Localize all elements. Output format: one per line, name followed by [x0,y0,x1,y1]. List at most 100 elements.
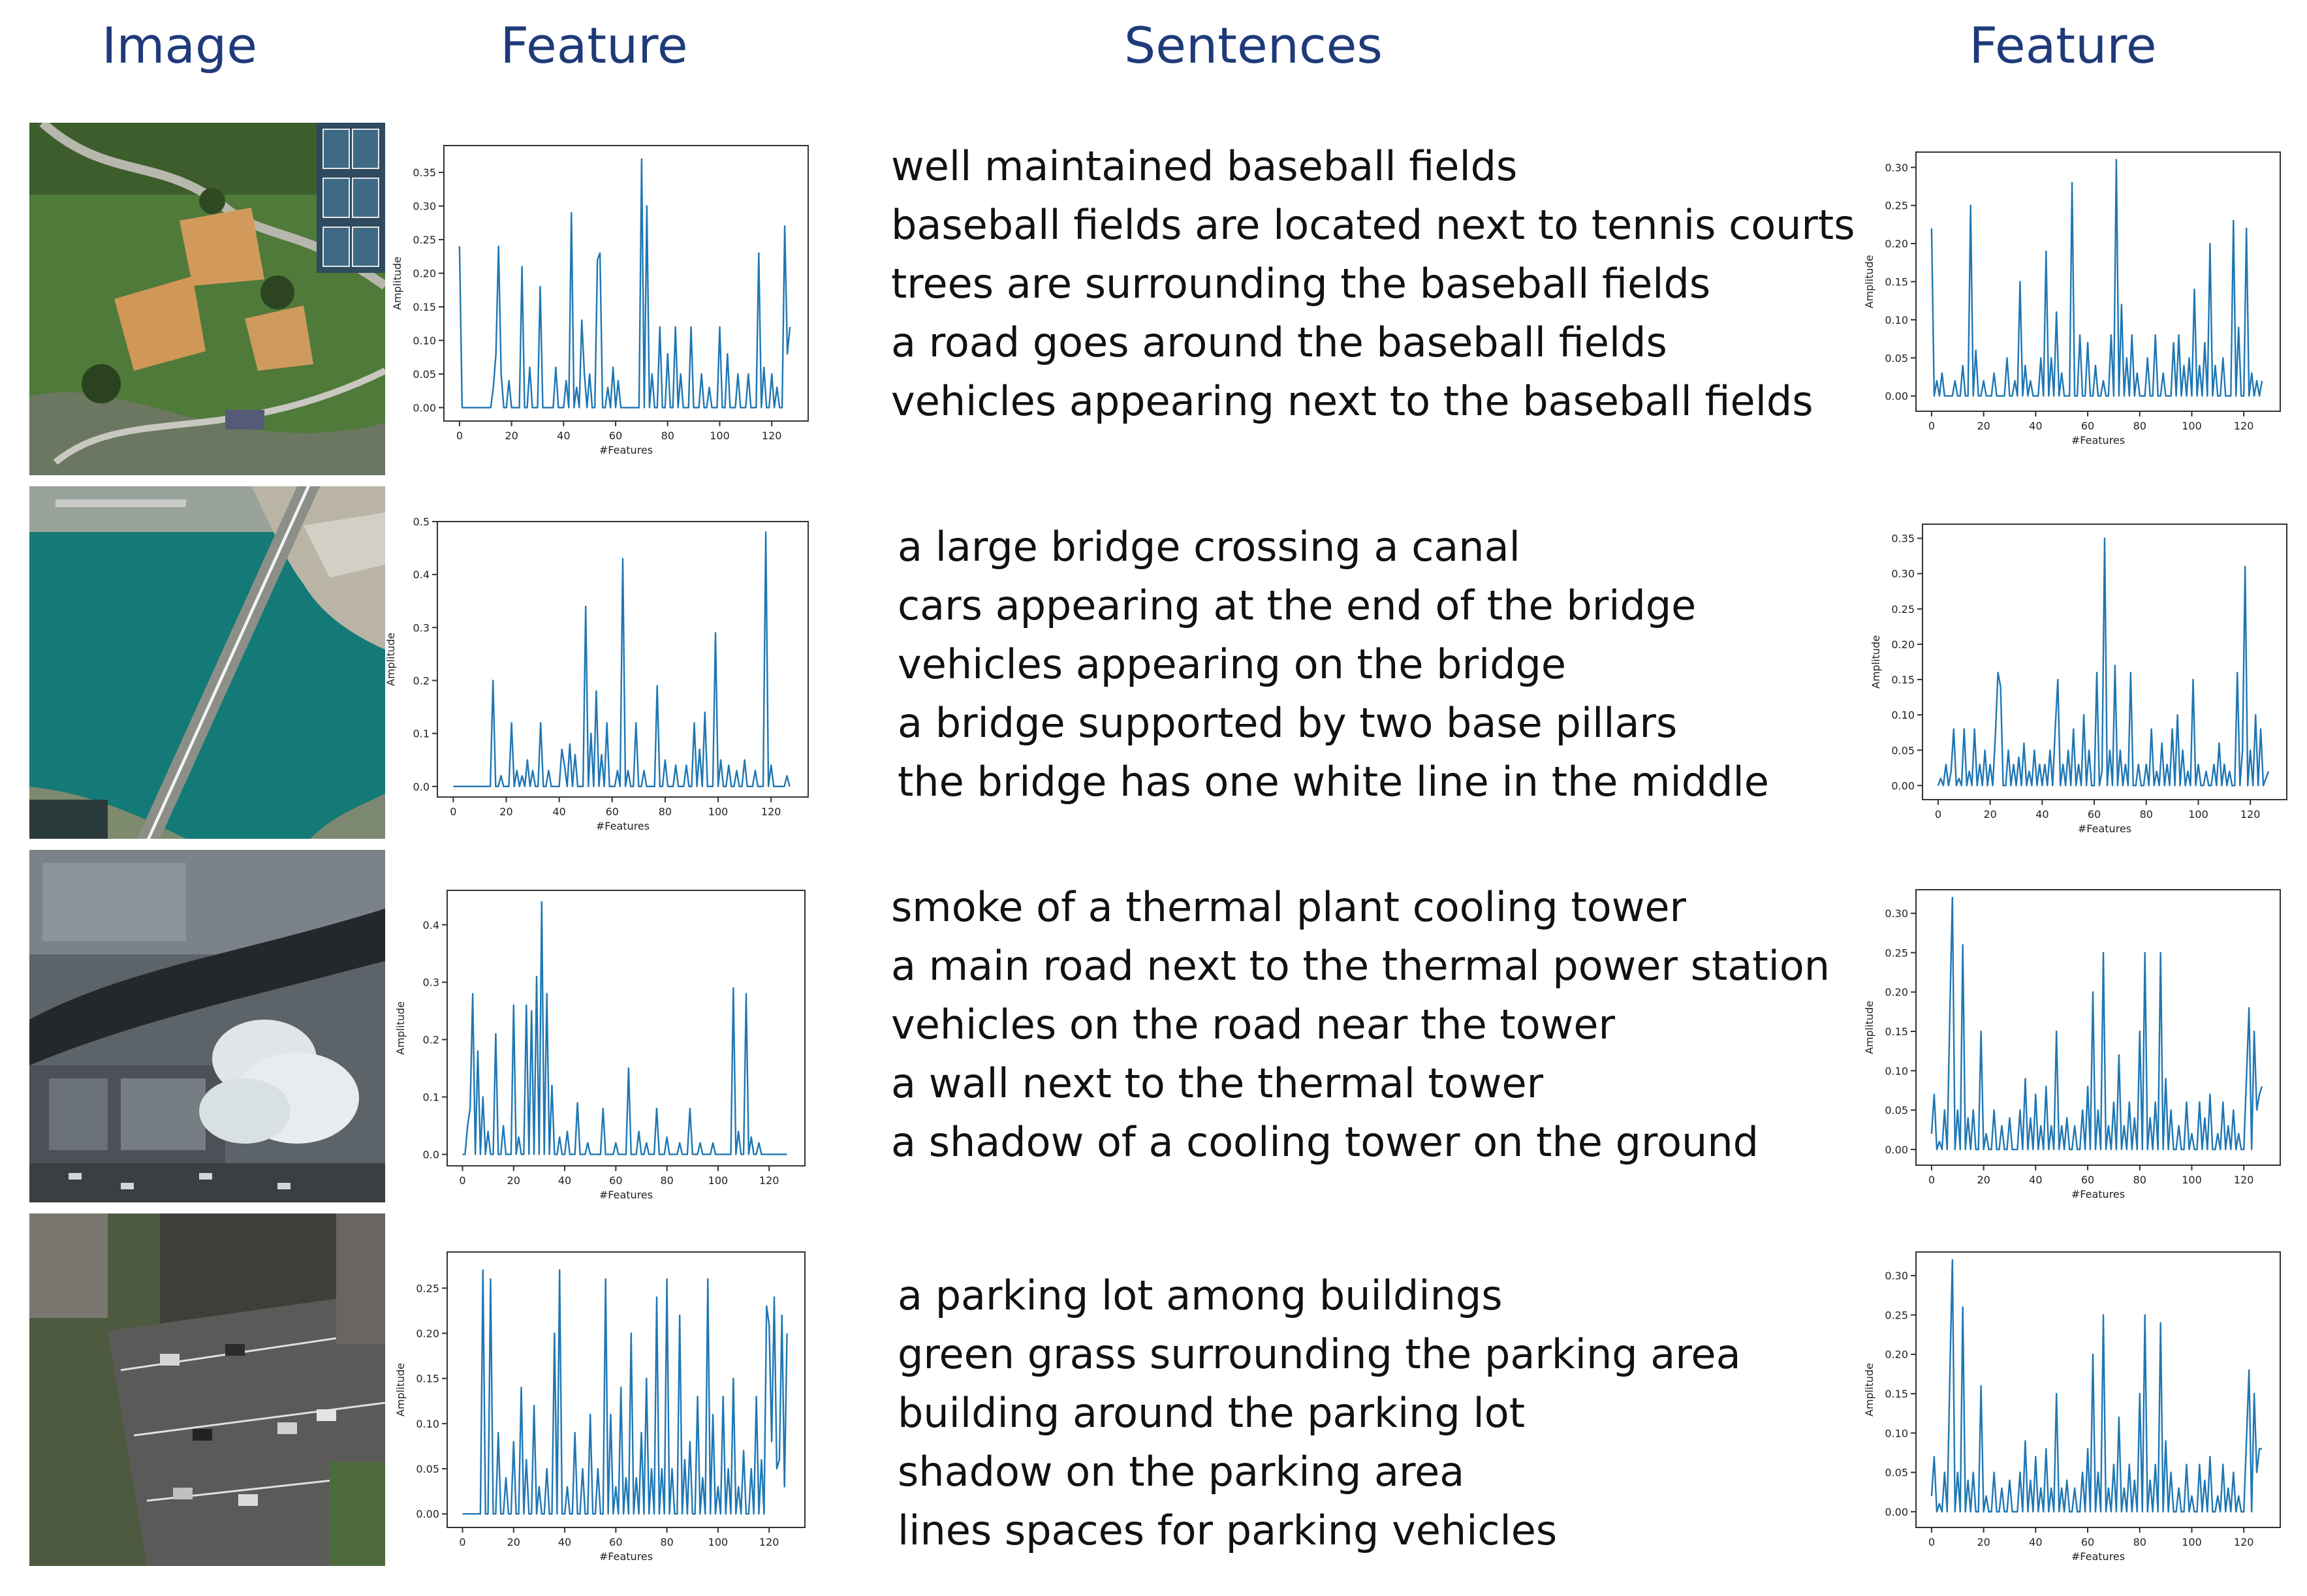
plot-frame [1915,151,2281,412]
x-tick-label: 100 [710,430,730,442]
feature-series-line [458,158,791,409]
x-tick-label: 60 [2081,1174,2094,1186]
y-tick-label: 0.5 [413,516,430,528]
x-tick-label: 100 [708,1536,729,1548]
sentence: well maintained baseball fields [891,142,1518,190]
sentence: vehicles on the road near the tower [891,1001,1616,1048]
y-tick-label: 0.1 [423,1091,439,1104]
y-tick-label: 0.15 [416,1373,439,1385]
sentence: building around the parking lot [898,1389,1525,1437]
y-tick-label: 0.30 [1885,907,1908,920]
y-tick-label: 0.00 [1891,779,1915,792]
y-tick-label: 0.4 [413,569,430,581]
plot-frame [1915,1251,2281,1528]
feature-series-line [462,1269,788,1515]
x-tick-label: 0 [456,430,463,442]
x-axis-label: #Features [2071,434,2125,446]
sentence-group-row3: smoke of a thermal plant cooling tower a… [891,878,1857,1172]
y-axis-label: Amplitude [1863,1001,1875,1054]
x-tick-label: 20 [1977,420,1990,432]
y-tick-label: 0.25 [413,234,436,246]
y-tick-label: 0.05 [1885,1104,1908,1117]
sentence: cars appearing at the end of the bridge [898,582,1697,629]
y-tick-label: 0.10 [1885,1427,1908,1439]
x-tick-label: 60 [2081,1536,2094,1548]
x-tick-label: 60 [606,806,619,818]
feature-series-line [462,901,787,1155]
x-tick-label: 80 [2133,420,2146,432]
thumbnail-baseball-fields [29,123,385,475]
y-tick-label: 0.20 [416,1328,439,1340]
x-tick-label: 120 [2240,808,2261,821]
sentence: baseball fields are located next to tenn… [891,201,1855,249]
y-axis-label: Amplitude [1863,1363,1875,1416]
y-tick-label: 0.30 [1891,568,1915,580]
sentence: a road goes around the baseball fields [891,319,1667,366]
sentence: trees are surrounding the baseball field… [891,260,1711,307]
header-sentences: Sentences [1123,16,1383,74]
header-feature-left: Feature [500,16,688,74]
sentence: shadow on the parking area [898,1448,1465,1495]
y-tick-label: 0.25 [1891,603,1915,616]
y-tick-label: 0.05 [1885,1467,1908,1479]
x-axis-label: #Features [2078,822,2131,835]
x-axis-label: #Features [596,820,650,832]
x-tick-label: 20 [507,1174,520,1187]
feature-series-line [1930,896,2263,1151]
x-tick-label: 100 [2182,420,2202,432]
y-tick-label: 0.15 [1885,1025,1908,1038]
y-tick-label: 0.10 [1885,314,1908,326]
x-axis-label: #Features [2071,1550,2125,1563]
y-tick-label: 0.25 [1885,947,1908,959]
sentence: a shadow of a cooling tower on the groun… [891,1118,1759,1166]
y-tick-label: 0.15 [1885,1388,1908,1400]
y-axis-label: Amplitude [1863,255,1875,309]
y-tick-label: 0.05 [1885,352,1908,364]
x-axis-label: #Features [599,1189,653,1201]
x-tick-label: 120 [761,806,781,818]
y-tick-label: 0.30 [1885,161,1908,174]
x-tick-label: 40 [558,1174,571,1187]
x-tick-label: 20 [1983,808,1996,821]
sentence: a parking lot among buildings [898,1272,1503,1319]
x-tick-label: 0 [1928,420,1935,432]
x-tick-label: 80 [660,1536,673,1548]
sentence: green grass surrounding the parking area [898,1330,1741,1378]
y-axis-label: Amplitude [394,1001,407,1055]
x-tick-label: 80 [660,1174,673,1187]
y-tick-label: 0.20 [1885,1349,1908,1361]
x-tick-label: 0 [1935,808,1941,821]
x-tick-label: 120 [762,430,782,442]
x-tick-label: 60 [609,1174,622,1187]
thumbnail-thermal-plant [29,850,385,1202]
x-tick-label: 20 [1977,1536,1990,1548]
plot-frame [1915,889,2281,1166]
y-tick-label: 0.10 [1891,709,1915,721]
x-tick-label: 0 [1928,1536,1935,1548]
x-tick-label: 100 [2182,1174,2202,1186]
x-tick-label: 40 [558,1536,571,1548]
y-tick-label: 0.30 [1885,1270,1908,1282]
x-tick-label: 60 [2088,808,2101,821]
x-tick-label: 80 [659,806,672,818]
y-tick-label: 0.30 [413,200,436,213]
y-tick-label: 0.15 [1885,276,1908,289]
x-tick-label: 20 [505,430,518,442]
x-tick-label: 40 [557,430,570,442]
sentence-group-row1: well maintained baseball fields baseball… [891,137,1857,431]
x-tick-label: 40 [2029,1536,2042,1548]
x-tick-label: 100 [708,806,729,818]
header-feature-right: Feature [1969,16,2157,74]
y-axis-label: Amplitude [391,257,403,310]
y-tick-label: 0.3 [423,977,439,989]
header-image: Image [101,16,258,74]
sentence: lines spaces for parking vehicles [898,1507,1558,1554]
y-tick-label: 0.2 [423,1034,439,1046]
sentence: a large bridge crossing a canal [898,523,1520,571]
y-tick-label: 0.2 [413,674,430,687]
y-tick-label: 0.05 [416,1463,439,1475]
